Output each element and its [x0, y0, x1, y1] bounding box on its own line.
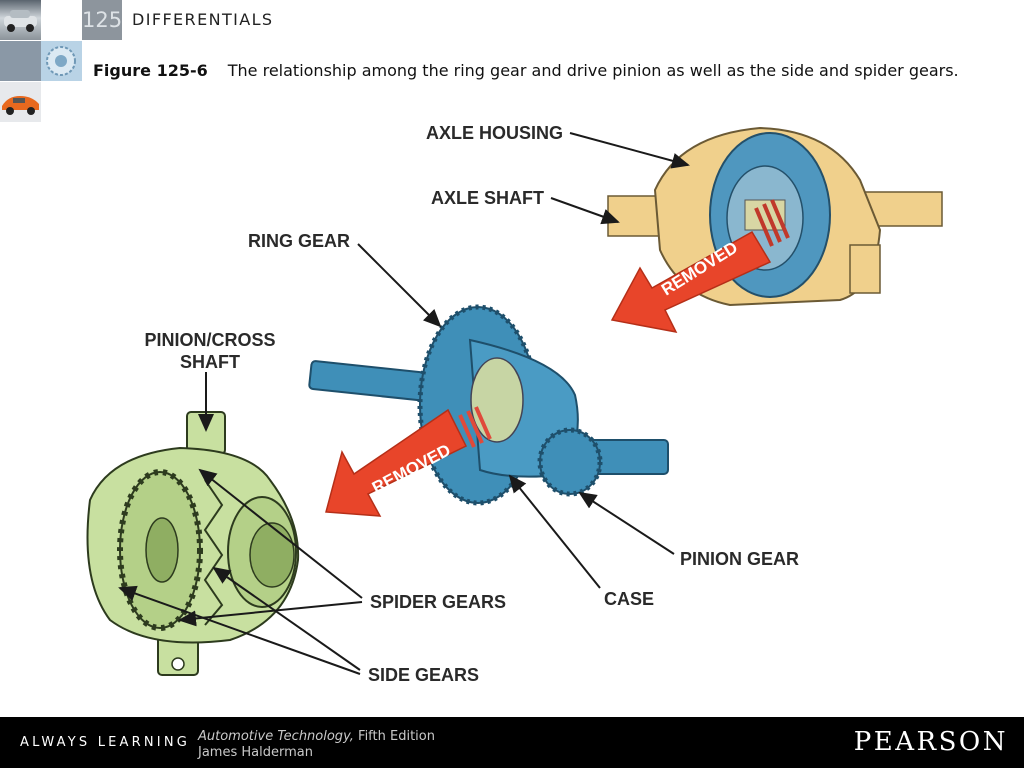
label-spider-gears: SPIDER GEARS — [370, 592, 507, 612]
figure-caption-text: The relationship among the ring gear and… — [227, 61, 959, 80]
case-shaft-stripes — [458, 406, 492, 448]
chapter-number: 125 — [82, 8, 123, 32]
differential-illustration: REMOVED REMOVED — [86, 126, 943, 676]
footer-book-info: Automotive Technology, Fifth Edition Jam… — [198, 729, 435, 761]
pinion-gear-leader — [578, 491, 675, 555]
spider-gear-case — [86, 411, 300, 676]
differential-diagram: REMOVED REMOVED AXLE HOUSING AXLE SHAFT … — [0, 110, 1024, 710]
gear-thumbnail-image — [41, 41, 82, 81]
housing-shaft-stripes — [754, 199, 790, 247]
footer-tagline: ALWAYS LEARNING — [20, 735, 191, 750]
chapter-number-box: 125 — [82, 0, 122, 40]
case-spider-window — [470, 357, 524, 443]
label-case: CASE — [604, 589, 655, 609]
label-ring-gear: RING GEAR — [248, 231, 351, 251]
footer-bar: ALWAYS LEARNING Automotive Technology, F… — [0, 717, 1024, 768]
chapter-title: DIFFERENTIALS — [132, 10, 274, 29]
removed-arrow-top — [610, 230, 772, 334]
removed-arrow-middle — [325, 408, 468, 517]
left-spline-bore — [145, 517, 179, 583]
case-leader — [508, 474, 601, 589]
label-pinion-cross-line1: PINION/CROSS — [144, 330, 276, 350]
spider-gear-teeth — [203, 479, 224, 626]
label-axle-housing: AXLE HOUSING — [426, 123, 564, 143]
side-gears-leader-1 — [212, 566, 361, 671]
publisher-logo: PEARSON — [853, 727, 1008, 757]
carrier-case-assembly — [308, 304, 669, 506]
label-pinion-cross-line2: SHAFT — [180, 352, 240, 372]
axle-shaft-leader — [550, 197, 620, 225]
housing-pinion-nose — [849, 244, 881, 294]
car-thumbnail-image — [0, 0, 41, 40]
ring-gear-leader — [357, 243, 442, 328]
spider-gears-leader-1 — [198, 468, 363, 599]
label-side-gears: SIDE GEARS — [368, 665, 480, 685]
label-pinion-cross-shaft: PINION/CROSS SHAFT — [140, 329, 280, 373]
right-spline-bore — [249, 522, 295, 588]
leader-lines — [118, 132, 690, 675]
header-thumbnails — [0, 0, 41, 122]
figure-number: Figure 125-6 — [93, 61, 208, 80]
footer-author: James Halderman — [198, 745, 313, 760]
axle-housing-leader — [569, 132, 690, 169]
side-gears-leader-2 — [118, 585, 361, 675]
pinion-gear-shape — [537, 427, 603, 497]
footer-book-title: Automotive Technology, — [198, 729, 354, 744]
label-pinion-gear: PINION GEAR — [680, 549, 800, 569]
figure-caption: Figure 125-6 The relationship among the r… — [93, 60, 973, 81]
label-axle-shaft: AXLE SHAFT — [431, 188, 545, 208]
footer-edition: Fifth Edition — [358, 729, 435, 744]
axle-housing-assembly — [607, 126, 943, 307]
gray-thumbnail-image — [0, 41, 41, 81]
spider-gears-leader-2 — [178, 601, 363, 627]
sports-car-thumbnail-image — [0, 82, 41, 122]
